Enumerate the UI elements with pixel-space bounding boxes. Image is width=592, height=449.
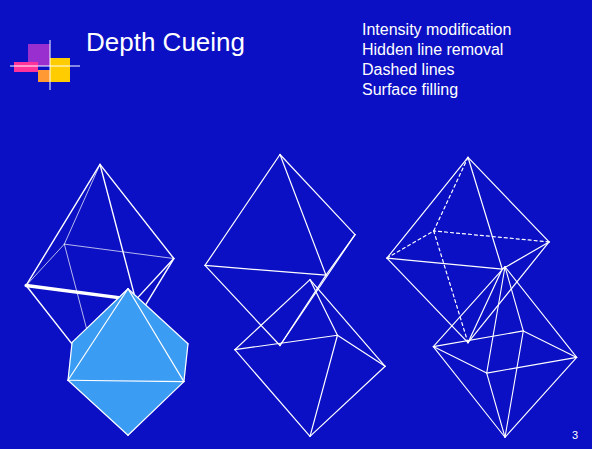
solid-edge	[64, 164, 100, 244]
octahedra	[26, 154, 577, 437]
solid-edge	[310, 366, 385, 436]
logo-square	[50, 58, 70, 82]
solid-edge	[280, 154, 355, 234]
solid-edge	[100, 164, 136, 300]
solid-edge	[310, 280, 385, 367]
solid-edge	[468, 242, 549, 343]
solid-edge	[505, 357, 577, 437]
logo	[10, 40, 80, 90]
list-item: Dashed lines	[362, 60, 455, 80]
solid-edge	[487, 267, 505, 373]
page-number: 3	[572, 429, 578, 441]
solid-edge	[68, 289, 128, 381]
solid-edge	[505, 267, 577, 358]
solid-face	[68, 289, 184, 382]
solid-edge	[387, 258, 468, 343]
octahedron	[68, 289, 188, 436]
solid-edge	[487, 373, 505, 437]
solid-edge	[310, 280, 337, 336]
solid-edge	[487, 357, 577, 373]
solid-edge	[26, 164, 100, 285]
solid-edge	[68, 380, 128, 435]
logo-line	[50, 40, 51, 90]
solid-edge	[100, 164, 174, 258]
list-item: Hidden line removal	[362, 40, 503, 60]
solid-edge	[280, 154, 326, 275]
solid-edge	[68, 380, 184, 381]
solid-edge	[505, 267, 523, 331]
solid-edge	[128, 289, 184, 382]
solid-edge	[205, 154, 280, 265]
solid-edge	[128, 382, 184, 436]
solid-edge	[310, 335, 337, 436]
solid-face	[68, 380, 184, 435]
octahedron	[433, 267, 576, 438]
solid-edge	[205, 265, 326, 275]
solid-edge	[468, 269, 502, 343]
solid-edge	[433, 267, 505, 347]
solid-edge	[387, 231, 434, 258]
solid-edge	[136, 259, 174, 300]
list-item: Intensity modification	[362, 20, 511, 40]
solid-edge	[68, 342, 72, 380]
solid-face	[68, 289, 128, 381]
solid-edge	[235, 280, 310, 350]
logo-square	[38, 70, 50, 82]
slide-title: Depth Cueing	[86, 27, 245, 58]
solid-edge	[337, 335, 385, 366]
solid-edge	[502, 242, 549, 269]
solid-edge	[434, 231, 468, 343]
solid-edge	[433, 331, 523, 347]
octahedron	[235, 280, 385, 437]
solid-edge	[235, 335, 338, 349]
solid-edge	[434, 157, 468, 231]
solid-edge	[280, 235, 355, 346]
octahedron	[387, 157, 549, 342]
solid-edge	[523, 331, 576, 357]
solid-edge	[64, 244, 174, 258]
solid-edge	[326, 235, 355, 276]
solid-edge	[468, 157, 549, 242]
solid-edge	[184, 344, 188, 382]
logo-line	[10, 66, 80, 67]
solid-edge	[72, 289, 128, 343]
solid-edge	[505, 331, 523, 437]
solid-edge	[205, 265, 280, 345]
logo-square	[14, 62, 38, 72]
solid-edge	[433, 347, 505, 438]
solid-edge	[433, 347, 486, 373]
octahedron	[205, 154, 355, 345]
solid-edge	[26, 244, 64, 285]
solid-edge	[235, 350, 310, 437]
solid-edge	[128, 289, 188, 344]
solid-edge	[468, 157, 502, 269]
solid-edge	[387, 157, 468, 258]
list-item: Surface filling	[362, 80, 458, 100]
